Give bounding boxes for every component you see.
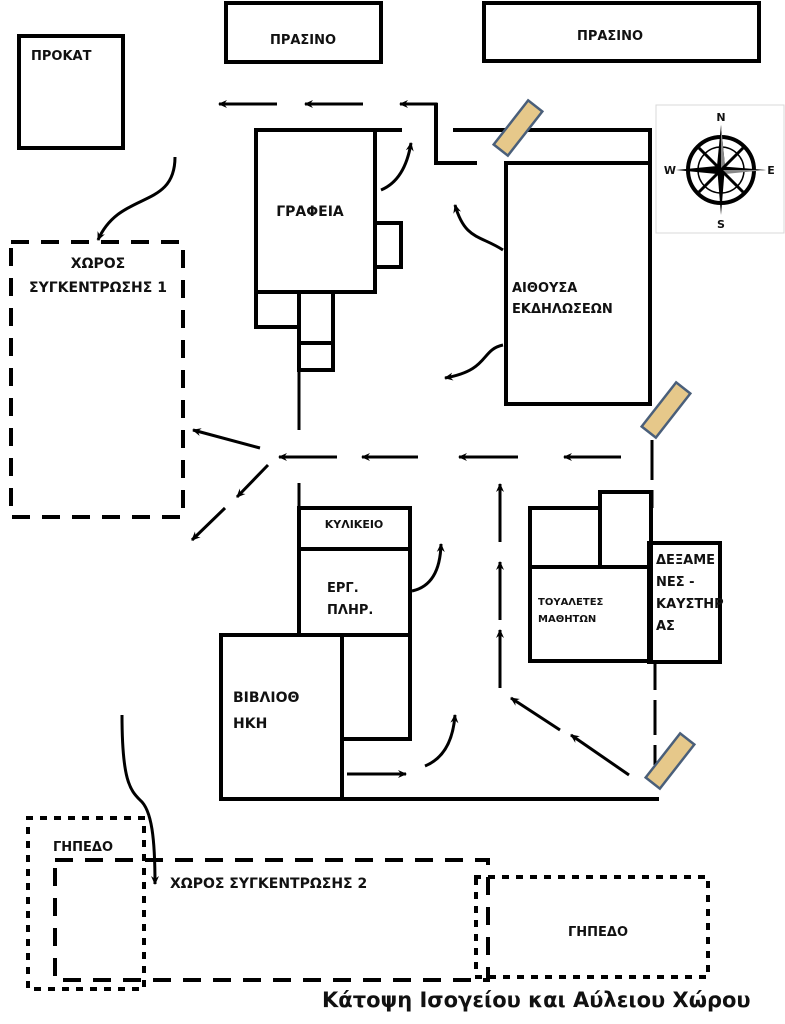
assembly-zone-1-label-line1: ΧΩΡΟΣ: [71, 256, 125, 272]
plan-title: Κάτοψη Ισογείου και Αύλειου Χώρου: [322, 988, 751, 1012]
arrow-down-left-icon: [190, 506, 227, 542]
computer-lab-label-line2: ΠΛΗΡ.: [327, 603, 373, 618]
court-2-label: ΓΗΠΕΔΟ: [568, 925, 628, 940]
arrow-curve-icon: [444, 343, 504, 381]
evacuation-routes: [96, 100, 630, 885]
compass-north: N: [716, 111, 725, 124]
exit-door-south: [643, 731, 697, 791]
arrow-curve-icon: [411, 543, 445, 593]
offices-label: ΓΡΑΦΕΙΑ: [276, 204, 344, 220]
compass-south: S: [717, 218, 725, 231]
corridor-wall: [434, 103, 477, 165]
library: ΒΙΒΛΙΟΘ ΗΚΗ: [219, 633, 412, 801]
green-area-2-label: ΠΡΑΣΙΝΟ: [577, 29, 643, 44]
arrow-up-left-icon: [570, 733, 630, 777]
assembly-zone-1: ΧΩΡΟΣ ΣΥΓΚΕΝΤΡΩΣΗΣ 1: [9, 240, 185, 519]
compass-needle-icon: [676, 125, 766, 215]
tanks-label-line3: ΚΑΥΣΤΗΡ: [656, 597, 724, 612]
arrow-curve-icon: [380, 142, 414, 192]
rental-room-label: ΠΡΟΚΑΤ: [31, 49, 92, 64]
corridor-wall: [453, 128, 652, 165]
canteen-label: ΚΥΛΙΚΕΙΟ: [325, 518, 384, 531]
offices-block: ΓΡΑΦΕΙΑ: [254, 128, 403, 430]
green-area-1-label: ΠΡΑΣΙΝΟ: [270, 33, 336, 48]
canteen: ΚΥΛΙΚΕΙΟ: [297, 483, 412, 551]
student-toilets: ΤΟΥΑΛΕΤΕΣ ΜΑΘΗΤΩΝ: [528, 490, 653, 663]
toilets-label-line2: ΜΑΘΗΤΩΝ: [538, 614, 596, 625]
green-area-1: ΠΡΑΣΙΝΟ: [224, 1, 383, 64]
court-1-label: ΓΗΠΕΔΟ: [53, 840, 113, 855]
arrow-curve-icon: [453, 204, 504, 252]
assembly-zone-2: ΧΩΡΟΣ ΣΥΓΚΕΝΤΡΩΣΗΣ 2: [53, 858, 490, 982]
arrow-left-icon: [192, 428, 261, 450]
tanks-label-line4: ΑΣ: [656, 619, 675, 634]
court-1: ΓΗΠΕΔΟ: [26, 816, 146, 991]
arrow-curve-icon: [424, 714, 459, 768]
green-area-2: ΠΡΑΣΙΝΟ: [482, 1, 761, 63]
toilets-label-line1: ΤΟΥΑΛΕΤΕΣ: [538, 597, 604, 608]
compass-west: W: [664, 164, 676, 177]
court-2: ΓΗΠΕΔΟ: [474, 875, 710, 979]
computer-lab-label-line1: ΕΡΓ.: [327, 581, 359, 596]
computer-lab: ΕΡΓ. ΠΛΗΡ.: [297, 547, 412, 637]
arrow-left-icon: [399, 100, 438, 163]
assembly-zone-2-label: ΧΩΡΟΣ ΣΥΓΚΕΝΤΡΩΣΗΣ 2: [170, 876, 367, 892]
arrow-up-left-icon: [510, 696, 561, 732]
arrow-curve-icon: [96, 156, 177, 241]
exit-door-east: [639, 380, 693, 440]
library-label-line1: ΒΙΒΛΙΟΘ: [233, 690, 299, 706]
event-hall: ΑΙΘΟΥΣΑ ΕΚΔΗΛΩΣΕΩΝ: [504, 161, 652, 406]
library-label-line2: ΗΚΗ: [233, 716, 267, 732]
arrow-curve-icon: [120, 714, 159, 885]
tanks-label-line2: ΝΕΣ -: [656, 575, 695, 590]
exit-door-north: [491, 98, 545, 158]
compass-east: E: [767, 164, 775, 177]
event-hall-label-line2: ΕΚΔΗΛΩΣΕΩΝ: [512, 302, 613, 317]
rental-room: ΠΡΟΚΑΤ: [17, 34, 125, 150]
tanks-label-line1: ΔΕΞΑΜΕ: [656, 553, 715, 568]
event-hall-label-line1: ΑΙΘΟΥΣΑ: [512, 281, 577, 296]
tanks-boiler-room: ΔΕΞΑΜΕ ΝΕΣ - ΚΑΥΣΤΗΡ ΑΣ: [647, 541, 724, 664]
assembly-zone-1-label-line2: ΣΥΓΚΕΝΤΡΩΣΗΣ 1: [29, 280, 167, 296]
arrow-down-left-icon: [235, 463, 270, 499]
compass-rose: N S E W: [655, 104, 785, 234]
